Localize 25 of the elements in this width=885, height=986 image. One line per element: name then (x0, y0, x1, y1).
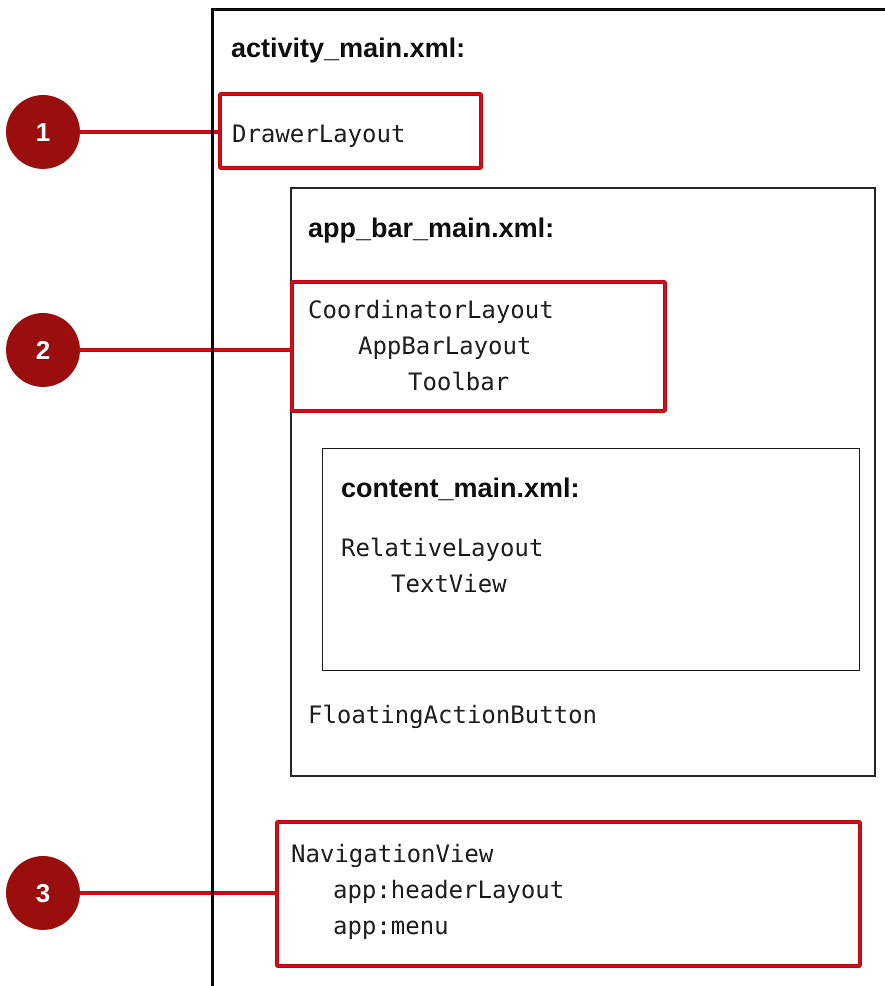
highlight-box (218, 92, 483, 170)
connector-line (80, 130, 218, 134)
element-name: RelativeLayout (341, 533, 544, 564)
highlight-box (275, 820, 862, 968)
element-name: app:menu (333, 911, 449, 942)
element-name: DrawerLayout (232, 119, 406, 150)
file-name-heading: content_main.xml: (341, 473, 580, 504)
element-name: Toolbar (408, 367, 510, 398)
callout-number: 2 (36, 334, 50, 366)
element-name: AppBarLayout (358, 331, 532, 362)
element-name: NavigationView (291, 839, 494, 870)
file-name-heading: app_bar_main.xml: (308, 213, 554, 244)
highlight-box (290, 280, 667, 413)
element-name: app:headerLayout (333, 875, 564, 906)
element-name: FloatingActionButton (308, 701, 597, 729)
layout-frame (322, 448, 860, 671)
element-name: CoordinatorLayout (308, 295, 554, 326)
connector-line (80, 348, 290, 352)
layout-frame (290, 187, 876, 777)
connector-line (80, 891, 275, 895)
callout-number: 3 (36, 878, 50, 908)
layout-frame (211, 8, 885, 986)
element-name: TextView (391, 569, 507, 600)
callout-number: 1 (36, 116, 50, 148)
file-name-heading: activity_main.xml: (231, 33, 466, 64)
